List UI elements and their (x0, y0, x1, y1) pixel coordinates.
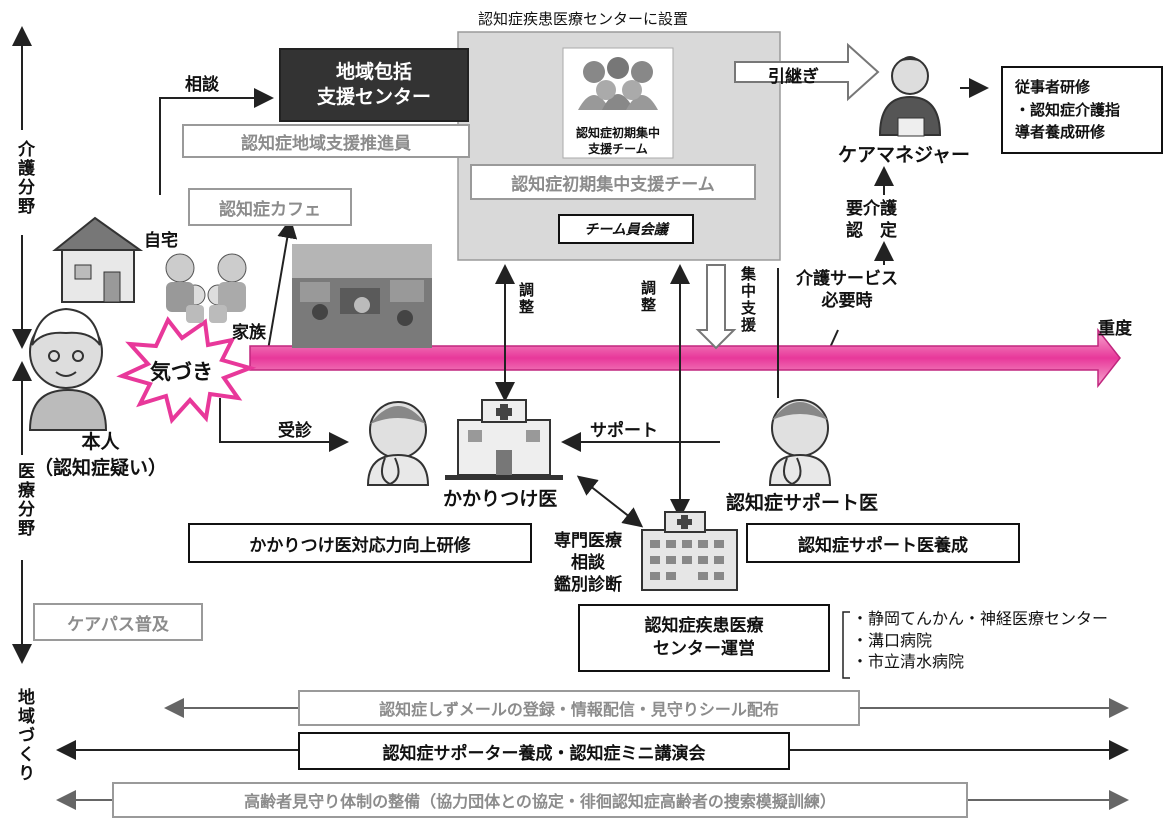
row2-box: 認知症サポーター養成・認知症ミニ講演会 (298, 732, 790, 770)
suishinin-box: 認知症地域支援推進員 (182, 124, 470, 158)
houkatsu-box: 地域包括 支援センター (279, 48, 469, 122)
shuuchuu-label: 集中支援 (739, 266, 757, 334)
axis-kaigo-label: 介護分野 (14, 140, 34, 216)
hospital-bracket (842, 611, 850, 679)
elderly-person-icon (28, 307, 108, 431)
hospital-item: ・溝口病院 (852, 630, 933, 650)
chousei1-label: 調整 (517, 282, 535, 316)
soudan-label: 相談 (185, 75, 219, 95)
support-doctor-training-box: 認知症サポート医養成 (746, 523, 1020, 563)
team-meeting-box: チーム員会議 (558, 214, 694, 244)
support-doctor-label: 認知症サポート医 (726, 492, 879, 514)
jushin-label: 受診 (278, 421, 312, 441)
clinic-icon (445, 399, 563, 480)
kakaritsuke-training-box: かかりつけ医対応力向上研修 (188, 523, 532, 563)
team-illustration (562, 47, 674, 159)
team-caption: 認知症初期集中 支援チーム (575, 126, 660, 156)
careplan-box: ケアパス普及 (33, 603, 203, 641)
caremanager-icon (878, 56, 942, 137)
hospital-item: ・市立清水病院 (852, 652, 965, 672)
kakaritsuke-label: かかりつけ医 (443, 488, 558, 510)
house-icon (52, 216, 144, 303)
kizuki-burst (116, 316, 257, 425)
soudan-arrow (159, 88, 274, 195)
axis-chiiki-label: 地域づくり (14, 688, 34, 783)
axis-iryo-label: 医療分野 (14, 462, 34, 538)
clinic-hospital-arrow (576, 475, 644, 528)
cafe-photo (292, 244, 432, 348)
row3-box: 高齢者見守り体制の整備（協力団体との協定・徘徊認知症高齢者の捜索模擬訓練） (112, 782, 968, 818)
hikitsugi-label: 引継ぎ (768, 67, 819, 87)
jushin-arrow (219, 398, 349, 452)
team-box: 認知症初期集中支援チーム (470, 164, 756, 200)
kizuki-label: 気づき (150, 360, 213, 384)
cafe-arrow (267, 218, 298, 351)
juudo-label: 重度 (1098, 319, 1132, 339)
center-operation-box: 認知症疾患医療 センター運営 (578, 604, 830, 672)
cafe-box: 認知症カフェ (188, 188, 352, 226)
support-doctor-icon (768, 399, 832, 486)
hospital-list: ・静岡てんかん・神経医療センター ・溝口病院 ・市立清水病院 (852, 608, 1108, 673)
family-illustration (165, 253, 247, 323)
jitaku-label: 自宅 (144, 231, 178, 251)
honnin-label: 本人 （認知症疑い） (34, 431, 168, 479)
service-label: 介護サービス 必要時 (796, 269, 898, 312)
training-box: 従事者研修 ・認知症介護指 導者養成研修 (1001, 66, 1163, 154)
caremanager-label: ケアマネジャー (838, 144, 971, 166)
doctor-icon (366, 401, 430, 486)
support-label: サポート (590, 421, 658, 441)
hospital-icon (641, 511, 738, 591)
row1-box: 認知症しずメールの登録・情報配信・見守りシール配布 (298, 690, 860, 726)
kazoku-label: 家族 (232, 323, 266, 343)
youkaigo-label: 要介護 認 定 (846, 199, 897, 242)
hospital-item: ・静岡てんかん・神経医療センター (852, 609, 1109, 628)
senmon-label: 専門医療 相談 鑑別診断 (554, 531, 622, 596)
chousei2-label: 調整 (639, 280, 657, 314)
shuuchuu-arrow (695, 264, 737, 350)
hikitsugi-arrow (734, 42, 880, 102)
center-header: 認知症疾患医療センターに設置 (478, 10, 689, 28)
